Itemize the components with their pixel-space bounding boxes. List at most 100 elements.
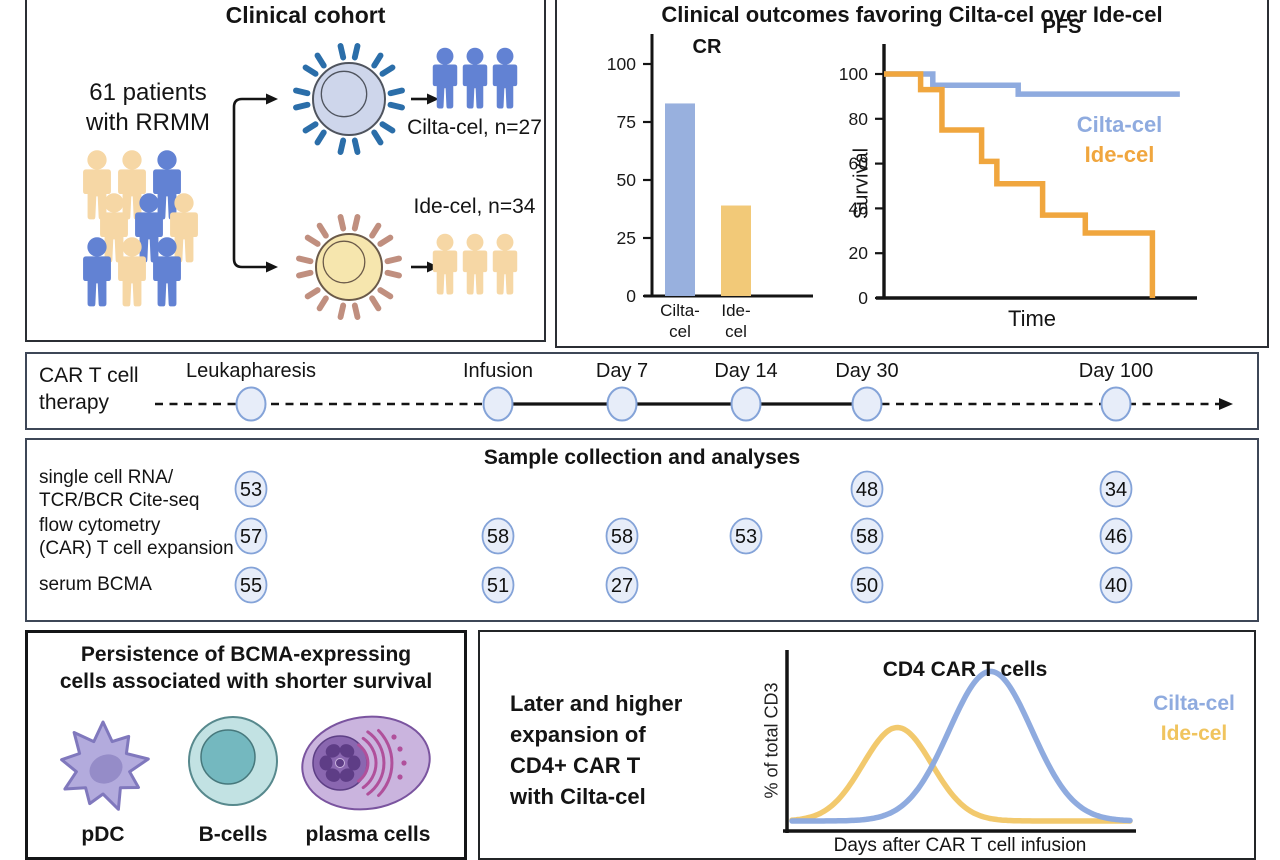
svg-text:34: 34 (1105, 479, 1127, 501)
svg-text:40: 40 (849, 198, 869, 218)
cd4-curve-Cilta-cel (789, 668, 1133, 824)
person-icon (100, 193, 128, 263)
cr-chart-title: CR (692, 36, 722, 58)
person-icon (83, 150, 111, 220)
sample-count-node (1099, 517, 1133, 555)
svg-text:58: 58 (856, 526, 878, 548)
pfs-legend-ide: Ide-cel (1084, 142, 1155, 167)
cd4-chart-graphic (783, 650, 1136, 833)
timeline-point-leukapharesis: Leukapharesis (185, 360, 317, 382)
timeline-node (235, 386, 267, 422)
cr-category-cilta: Cilta- cel (660, 301, 700, 341)
svg-text:58: 58 (487, 526, 509, 548)
timeline-point-day100: Day 100 (1078, 360, 1154, 382)
sample-count-node (605, 566, 639, 604)
sample-count-node (729, 517, 763, 555)
svg-text:55: 55 (240, 575, 262, 597)
person-icon (118, 237, 146, 307)
panel-title: Persistence of BCMA-expressing cells ass… (59, 643, 433, 693)
cd4-y-axis-label: % of total CD3 (761, 682, 782, 799)
svg-text:48: 48 (856, 479, 878, 501)
person-icon (135, 193, 163, 263)
pfs-curve-Cilta-cel (884, 71, 1180, 97)
sample-count-node (234, 470, 268, 508)
person-icon (492, 47, 518, 109)
sample-count-node (481, 566, 515, 604)
cd4-legend-ide: Ide-cel (1160, 722, 1228, 745)
timeline-node (1100, 386, 1132, 422)
svg-text:50: 50 (856, 575, 878, 597)
svg-text:60: 60 (849, 154, 869, 174)
svg-text:20: 20 (849, 243, 869, 263)
sample-count-node (1099, 566, 1133, 604)
person-icon (153, 150, 181, 220)
svg-text:58: 58 (611, 526, 633, 548)
svg-text:40: 40 (1105, 575, 1127, 597)
panel-bcma-persistence: Persistence of BCMA-expressing cells ass… (25, 630, 467, 860)
svg-text:0: 0 (858, 288, 868, 308)
timeline-axis-label: CAR T cell therapy (39, 364, 139, 414)
expansion-statement: Later and higher expansion of CD4+ CAR T… (510, 691, 683, 809)
timeline-arrowhead (1219, 398, 1233, 410)
pfs-legend-cilta: Cilta-cel (1076, 112, 1163, 137)
person-icon (118, 150, 146, 220)
cd4-chart-title: CD4 CAR T cells (882, 658, 1048, 681)
pfs-y-axis-label: Survival (850, 147, 873, 220)
person-icon (492, 233, 518, 295)
timeline-point-day14: Day 14 (714, 360, 778, 382)
svg-text:50: 50 (617, 170, 637, 190)
cd4-curve-Ide-cel (789, 724, 1133, 824)
cr-bar-Cilta-cel (665, 103, 695, 296)
sample-count-node (234, 566, 268, 604)
svg-text:53: 53 (735, 526, 757, 548)
person-icon (432, 233, 458, 295)
panel-cd4-expansion: Later and higher expansion of CD4+ CAR T… (478, 630, 1256, 860)
person-icon (432, 47, 458, 109)
timeline-point-day30: Day 30 (835, 360, 899, 382)
arm-cilta-label: Cilta-cel, n=27 (407, 116, 542, 139)
timeline-node (606, 386, 638, 422)
panel-clinical-cohort: Clinical cohort 61 patients with RRMM Ci… (25, 0, 546, 342)
sample-row-label-bcma: serum BCMA (39, 574, 152, 595)
svg-text:51: 51 (487, 575, 509, 597)
arm-ide-label: Ide-cel, n=34 (413, 195, 536, 218)
sample-row-label-scrna: single cell RNA/ TCR/BCR Cite-seq (39, 467, 200, 511)
patients-line1: 61 patients (89, 79, 207, 106)
sample-count-node (850, 517, 884, 555)
svg-text:46: 46 (1105, 526, 1127, 548)
person-icon (153, 237, 181, 307)
pfs-chart-title: PFS (1042, 16, 1082, 38)
cr-bar-Ide-cel (721, 205, 751, 296)
sample-count-node (850, 470, 884, 508)
patients-line2: with RRMM (86, 109, 210, 136)
panel-title: Clinical cohort (225, 2, 386, 28)
panel-title: Clinical outcomes favoring Cilta-cel ove… (661, 2, 1163, 27)
sample-count-node (850, 566, 884, 604)
panel-title: Sample collection and analyses (483, 446, 801, 469)
person-icon (83, 237, 111, 307)
sample-count-node (605, 517, 639, 555)
svg-text:53: 53 (240, 479, 262, 501)
timeline-node (851, 386, 883, 422)
cd4-legend-cilta: Cilta-cel (1153, 692, 1235, 715)
sample-count-node (234, 517, 268, 555)
pfs-x-axis-label: Time (1007, 306, 1057, 331)
timeline-point-day7: Day 7 (595, 360, 649, 382)
svg-text:100: 100 (839, 64, 868, 84)
timeline-point-infusion: Infusion (462, 360, 534, 382)
pfs-curve-Ide-cel (884, 71, 1156, 298)
car-t-cell-icon (291, 41, 407, 157)
plasma-cells-label: plasma cells (305, 823, 431, 846)
person-icon (462, 47, 488, 109)
patients-count-label: 61 patients with RRMM (53, 78, 243, 138)
person-icon (462, 233, 488, 295)
cells-graphic (60, 715, 431, 811)
plasma-cell-icon (301, 715, 431, 811)
person-icon (170, 193, 198, 263)
timeline-node (730, 386, 762, 422)
cd4-x-axis-label: Days after CAR T cell infusion (833, 835, 1087, 856)
